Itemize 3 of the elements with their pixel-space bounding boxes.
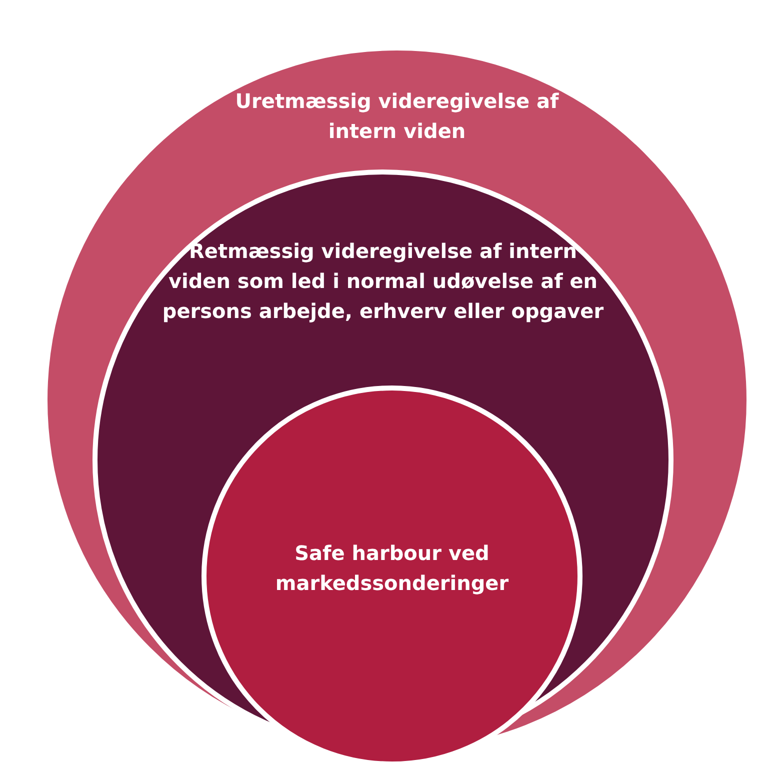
circle-label: Retmæssig videregivelse af intern viden som led i normal udøvelse af en persons arbejde, erhverv eller opgaver [161, 238, 605, 325]
circle-label: Uretmæssig videregivelse af intern viden [234, 88, 560, 145]
circle-label: Safe harbour ved markedssonderinger [274, 540, 510, 597]
